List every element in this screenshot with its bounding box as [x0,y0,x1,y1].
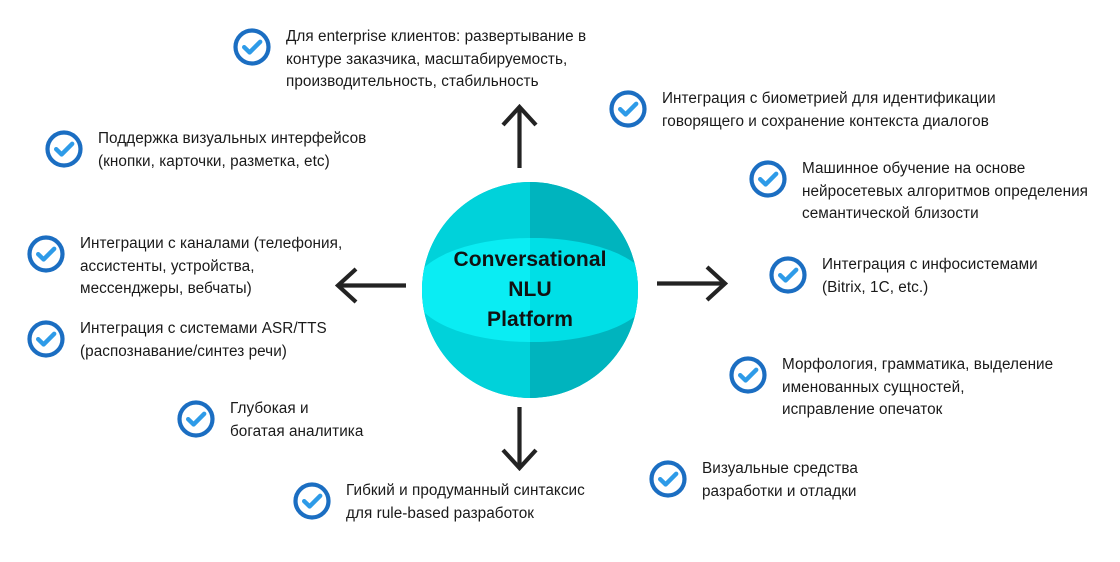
arrow-right-icon [655,258,733,308]
feature-biometrics-integration: Интеграция с биометрией для идентификаци… [608,88,1028,133]
feature-visual-interfaces: Поддержка визуальных интерфейсов (кнопки… [44,128,384,173]
feature-label: Машинное обучение на основе нейросетевых… [802,160,1089,223]
center-title-line-3: Platform [487,308,573,331]
arrow-left-icon [330,260,408,310]
feature-label: Интеграция с биометрией для идентификаци… [662,90,996,130]
feature-label: Интеграция с инфосистемами (Bitrix, 1C, … [822,256,1038,296]
feature-label: Гибкий и продуманный синтаксис для rule-… [346,482,585,522]
check-circle-icon [748,159,788,199]
feature-morphology-grammar: Морфология, грамматика, выделение именов… [728,354,1098,422]
check-circle-icon [648,459,688,499]
feature-infosystems-integration: Интеграция с инфосистемами (Bitrix, 1C, … [768,254,1098,299]
check-circle-icon [176,399,216,439]
feature-channels-integration: Интеграции с каналами (телефония, ассист… [26,233,356,301]
check-circle-icon [292,481,332,521]
check-circle-icon [728,355,768,395]
check-circle-icon [44,129,84,169]
check-circle-icon [26,319,66,359]
sphere-shape [422,182,638,398]
feature-asr-tts-integration: Интеграция с системами ASR/TTS (распозна… [26,318,356,363]
arrow-up-icon [490,100,550,170]
feature-flexible-syntax: Гибкий и продуманный синтаксис для rule-… [292,480,622,525]
feature-label: Для enterprise клиентов: развертывание в… [286,28,587,91]
center-node: Conversational NLU Platform [422,182,638,398]
feature-enterprise-deployment: Для enterprise клиентов: развертывание в… [232,26,622,94]
sphere-highlight-band-right [530,238,638,342]
check-circle-icon [26,234,66,274]
feature-visual-dev-tools: Визуальные средства разработки и отладки [648,458,968,503]
check-circle-icon [232,27,272,67]
center-title-line-1: Conversational [453,248,607,271]
feature-label: Глубокая и богатая аналитика [230,400,364,440]
check-circle-icon [768,255,808,295]
feature-deep-analytics: Глубокая и богатая аналитика [176,398,426,443]
center-title-line-2: NLU [508,278,552,301]
feature-label: Интеграции с каналами (телефония, ассист… [80,235,343,298]
center-title: Conversational NLU Platform [422,182,638,398]
feature-label: Поддержка визуальных интерфейсов (кнопки… [98,130,367,170]
feature-label: Визуальные средства разработки и отладки [702,460,858,500]
feature-label: Морфология, грамматика, выделение именов… [782,356,1054,419]
feature-label: Интеграция с системами ASR/TTS (распозна… [80,320,327,360]
feature-machine-learning: Машинное обучение на основе нейросетевых… [748,158,1108,226]
check-circle-icon [608,89,648,129]
arrow-down-icon [490,405,550,475]
